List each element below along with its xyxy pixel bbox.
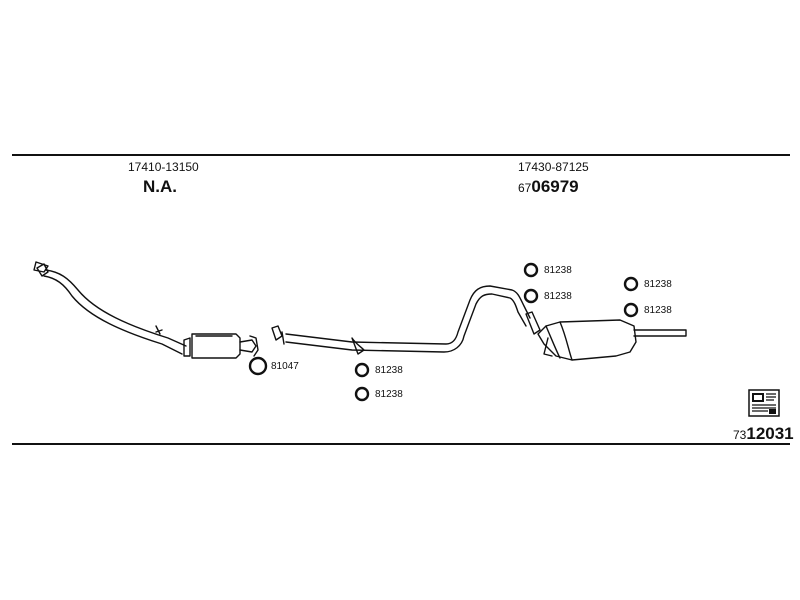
right-part-prefix: 67 bbox=[518, 181, 532, 195]
seal-ring-81238-c bbox=[523, 262, 539, 278]
document-icon bbox=[748, 389, 780, 417]
left-ref-number: 17410-13150 bbox=[128, 160, 199, 174]
seal-ring-81238-b bbox=[354, 386, 370, 402]
left-part-number: N.A. bbox=[143, 177, 177, 196]
right-part-main: 06979 bbox=[531, 177, 579, 196]
bottom-divider bbox=[12, 443, 790, 445]
rear-muffler bbox=[525, 311, 687, 361]
seal-label-81238-f: 81238 bbox=[644, 305, 672, 316]
seal-label-81238-a: 81238 bbox=[375, 365, 403, 376]
right-part-number: 6706979 bbox=[518, 178, 579, 195]
front-pipe bbox=[33, 261, 187, 355]
catalog-main: 12031 bbox=[746, 424, 794, 443]
seal-ring-81238-e bbox=[623, 276, 639, 292]
seal-label-81238-d: 81238 bbox=[544, 291, 572, 302]
top-divider bbox=[12, 154, 790, 156]
center-pipe bbox=[271, 285, 531, 355]
seal-ring-81238-d bbox=[523, 288, 539, 304]
seal-label-81238-b: 81238 bbox=[375, 389, 403, 400]
seal-ring-81238-f bbox=[623, 302, 639, 318]
seal-label-81238-e: 81238 bbox=[644, 279, 672, 290]
seal-ring-81238-a bbox=[354, 362, 370, 378]
front-muffler bbox=[183, 333, 259, 359]
seal-ring-81047 bbox=[248, 356, 268, 376]
seal-label-81238-c: 81238 bbox=[544, 265, 572, 276]
catalog-prefix: 73 bbox=[733, 428, 747, 442]
right-ref-number: 17430-87125 bbox=[518, 160, 589, 174]
catalog-number: 7312031 bbox=[733, 425, 794, 442]
seal-label-81047: 81047 bbox=[271, 361, 299, 372]
